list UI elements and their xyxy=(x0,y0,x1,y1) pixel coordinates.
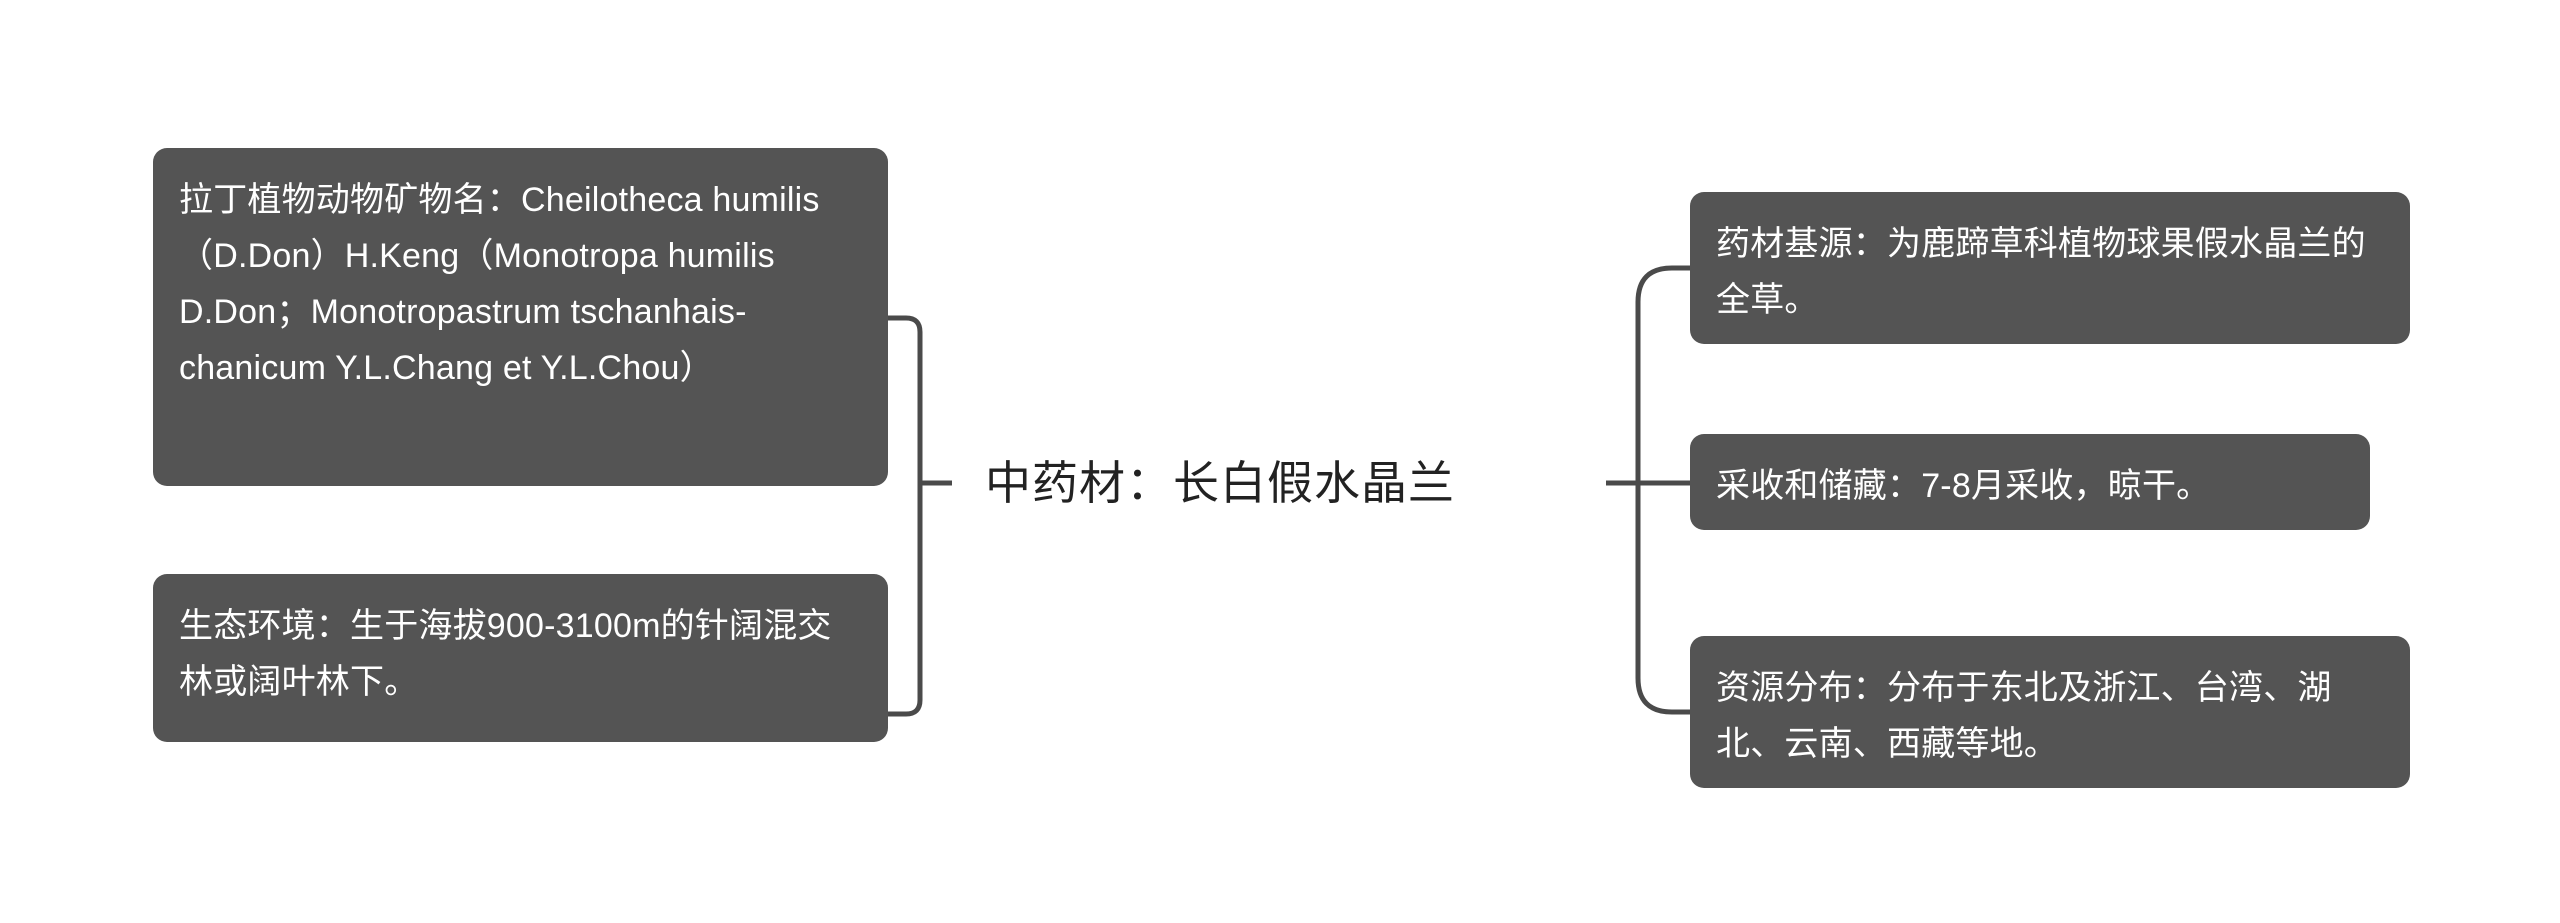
node-ecology[interactable]: 生态环境：生于海拔900-3100m的针阔混交林或阔叶林下。 xyxy=(153,574,888,742)
center-node-title[interactable]: 中药材：长白假水晶兰 xyxy=(985,457,1455,509)
node-latin-name[interactable]: 拉丁植物动物矿物名：Cheilotheca humilis（D.Don）H.Ke… xyxy=(153,148,888,486)
node-harvest-and-storage[interactable]: 采收和储藏：7-8月采收，晾干。 xyxy=(1690,434,2370,530)
left-branch-bracket xyxy=(888,315,923,717)
right-branch-bracket xyxy=(1635,265,1690,715)
node-resource-distribution[interactable]: 资源分布：分布于东北及浙江、台湾、湖北、云南、西藏等地。 xyxy=(1690,636,2410,788)
node-medicinal-source[interactable]: 药材基源：为鹿蹄草科植物球果假水晶兰的全草。 xyxy=(1690,192,2410,344)
